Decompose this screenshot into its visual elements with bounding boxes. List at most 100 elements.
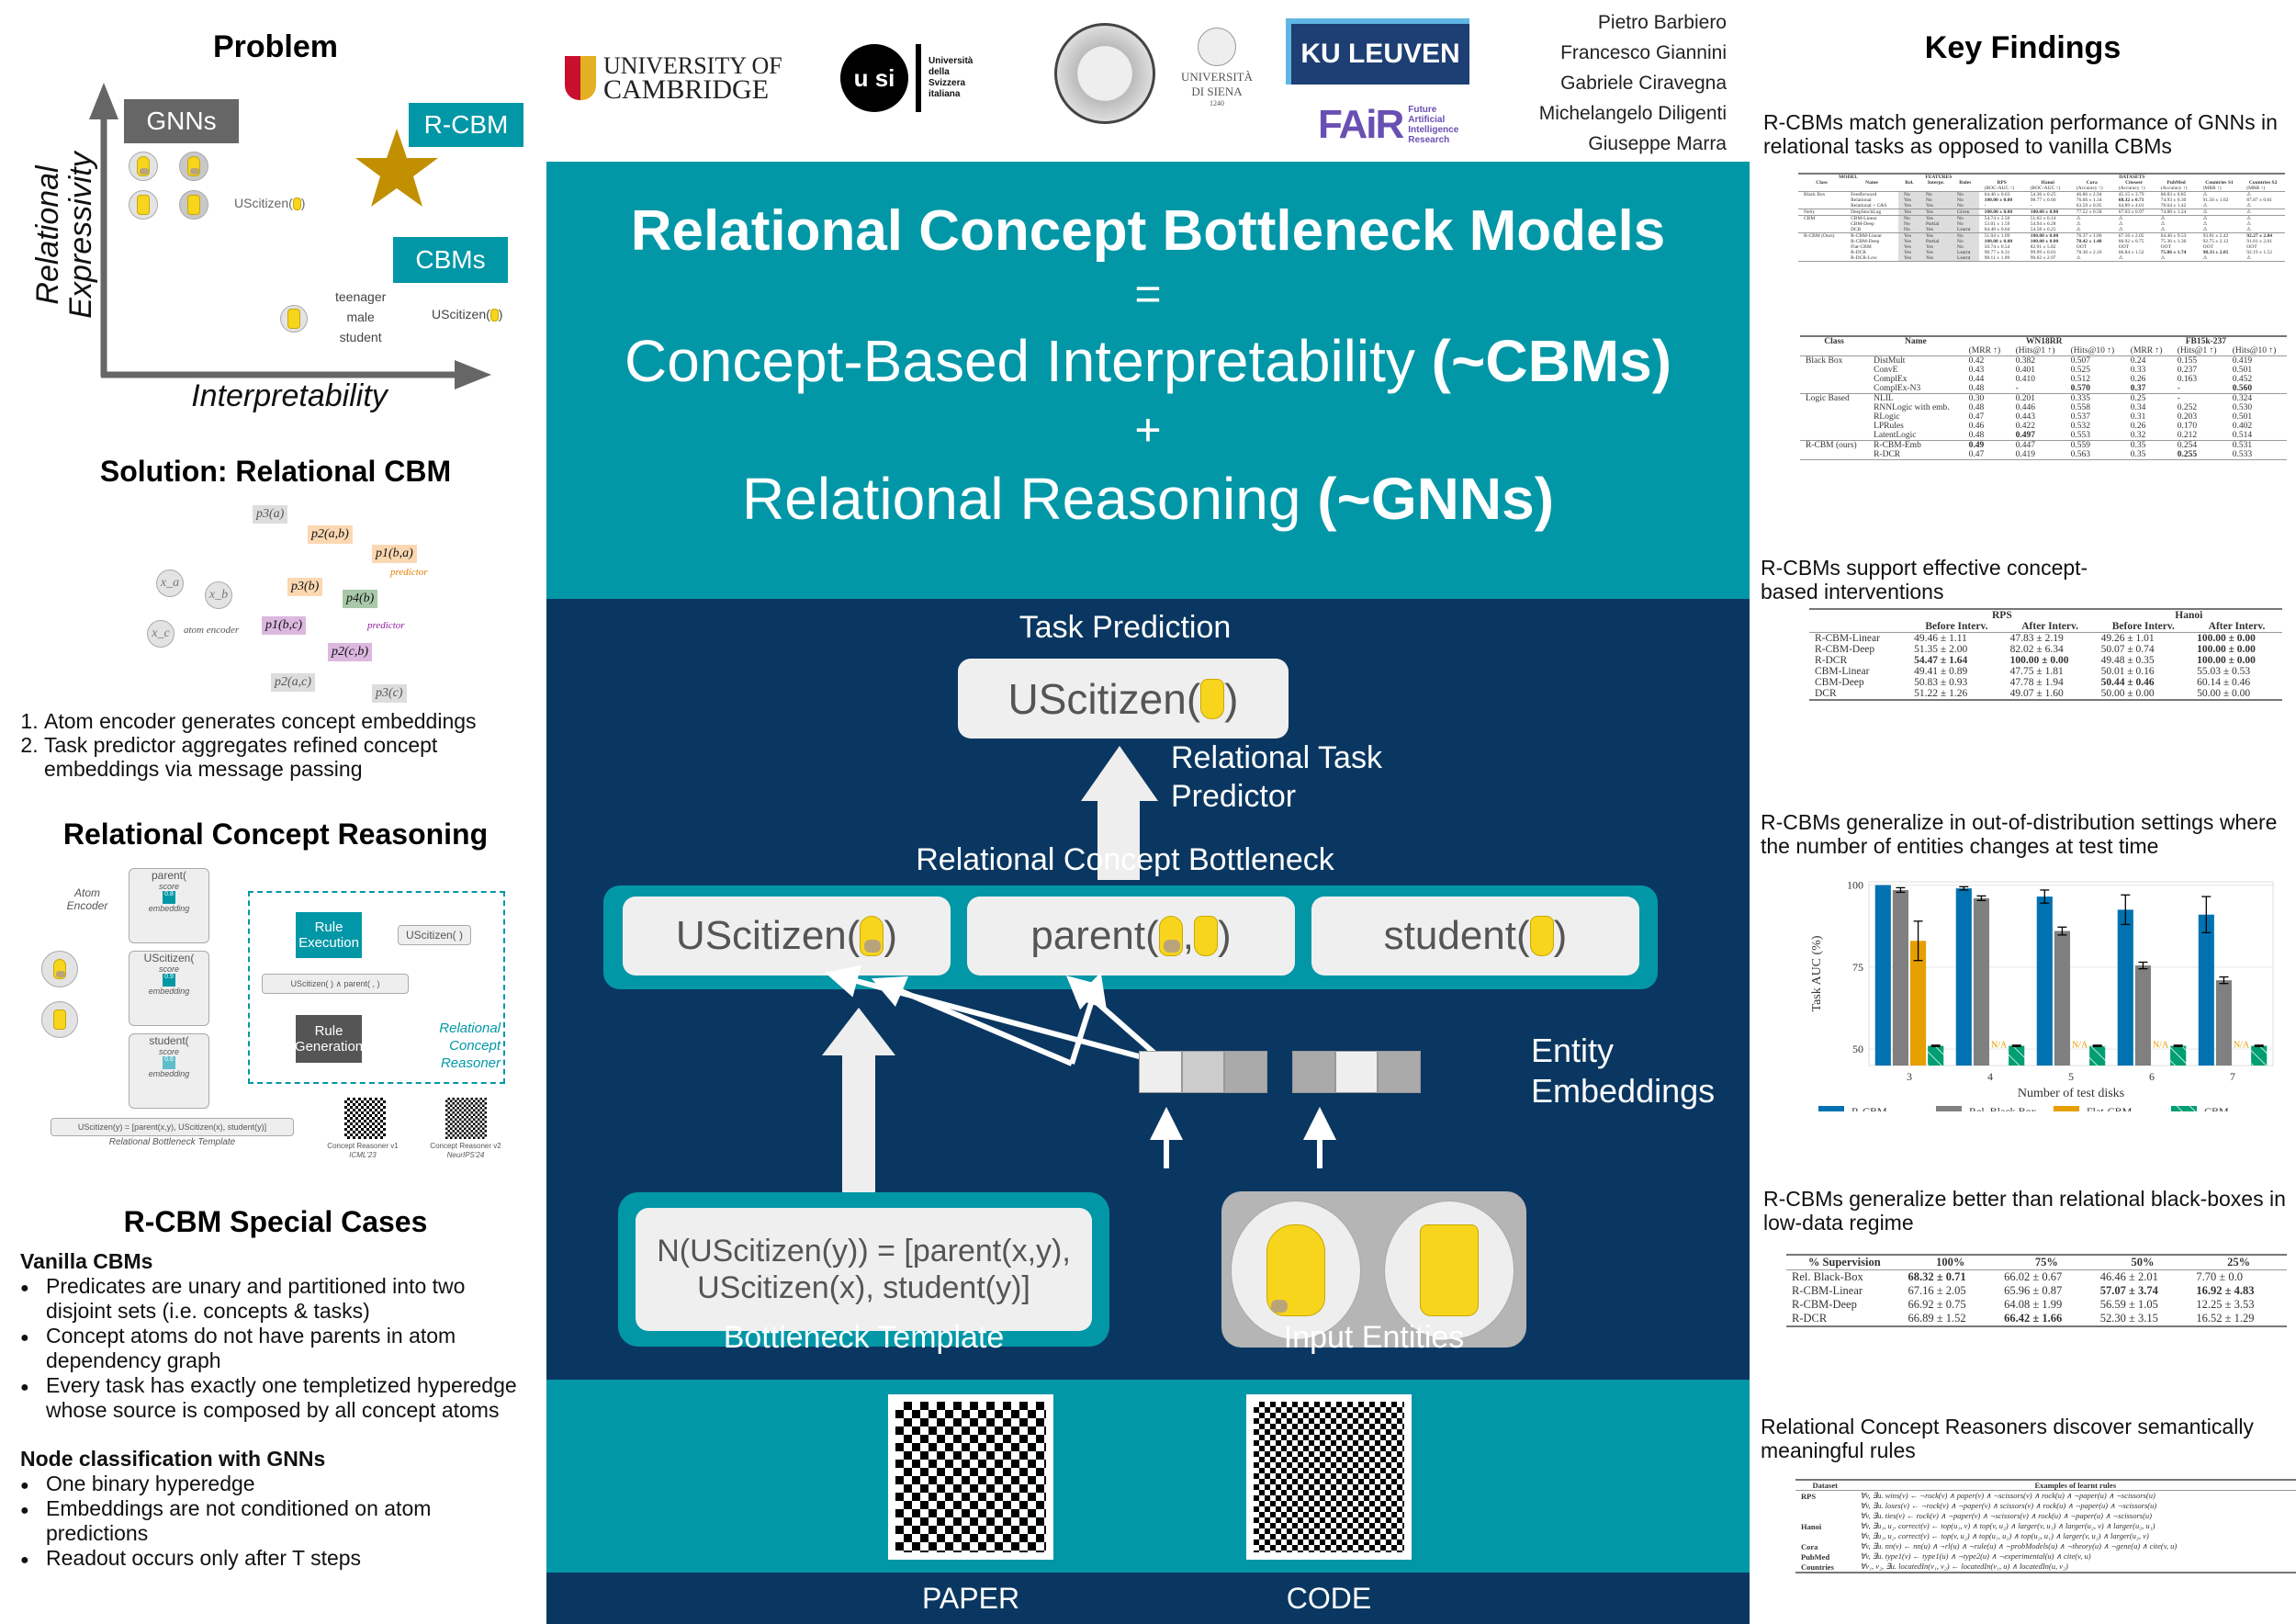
- table-cell: RLogic: [1874, 412, 1900, 422]
- table-cell: 66.02 ± 0.67: [2004, 1270, 2063, 1283]
- problem-axes: [89, 83, 491, 389]
- table-cell: R-CBM-Deep: [1851, 239, 1880, 244]
- table-cell: 0.255: [2171, 450, 2227, 460]
- table-cell: ⚠: [2197, 203, 2242, 209]
- x-axis-label: Interpretability: [191, 378, 388, 413]
- template-arrow: [822, 1008, 895, 1055]
- entity-homer[interactable]: [1231, 1201, 1361, 1340]
- table-cell: Learnt: [1952, 255, 1979, 262]
- table-cell: NLIL: [1874, 394, 1894, 403]
- table-cell: 0.324: [2232, 394, 2253, 403]
- dataset-name: [1795, 1531, 1855, 1541]
- table-cell: -: [1978, 203, 2025, 209]
- x-axis-label: Number of test disks: [2018, 1087, 2124, 1100]
- qr-v1-caption-line1: Concept Reasoner v1: [327, 1142, 399, 1150]
- column-header: WN18RR: [2025, 337, 2063, 346]
- logo-cambridge: UNIVERSITY OF CAMBRIDGE: [565, 51, 794, 106]
- table-cell: RNNLogic with emb.: [1874, 403, 1950, 412]
- fair-text-3: Intelligence: [1408, 125, 1459, 135]
- gnn-output: UScitizen(): [234, 196, 306, 211]
- table-cell: 54.36 ± 0.25: [2030, 192, 2056, 197]
- table-cell: 49.48 ± 0.35: [2100, 655, 2155, 666]
- template-line2: UScitizen(x), student(y)]: [697, 1270, 1030, 1305]
- column-header: 75%: [1998, 1255, 2095, 1270]
- legend-label: Flat-CBM: [2087, 1105, 2133, 1111]
- learnt-rule: ∀v, ∃u. wins(v) ← ¬rock(v) ∧ paper(v) ∧ …: [1860, 1491, 2155, 1500]
- class-cell: Black Box: [1804, 192, 1826, 197]
- author: Francesco Giannini: [1560, 42, 1727, 63]
- model-name: R-DCR: [1815, 655, 1848, 666]
- task-prediction-text: UScitizen(: [1007, 674, 1201, 723]
- homer-icon: [1158, 916, 1183, 956]
- bar-r-cbm: [1955, 888, 1972, 1066]
- column-header: Before Interv.: [1908, 621, 2005, 633]
- finding-4-text: R-CBMs generalize better than relational…: [1763, 1187, 2286, 1235]
- reasoning-template: UScitizen(y) = [parent(x,y), UScitizen(x…: [51, 1118, 294, 1136]
- dataset-name: Cora: [1801, 1541, 1818, 1551]
- atom-p2ab: p2(a,b): [308, 525, 353, 544]
- fair-text-1: Future: [1408, 105, 1437, 115]
- class-cell: [1800, 366, 1868, 375]
- code-link-label[interactable]: CODE: [1286, 1582, 1372, 1615]
- atom-card-uscitizen: UScitizen( score 0.9 embedding: [129, 951, 209, 1026]
- empty: [1868, 346, 1964, 356]
- concept-student: student(): [1311, 897, 1639, 976]
- gnn-item: One binary hyperedge: [20, 1472, 535, 1498]
- table-cell: No: [1919, 197, 1952, 203]
- column-header: FB15k-237: [2185, 337, 2227, 346]
- atom-p3a: p3(a): [253, 505, 288, 524]
- x-axis-arrow-icon: [455, 360, 491, 389]
- table-cell: 54.94 ± 0.28: [2030, 221, 2056, 227]
- table-cell: 50.00 ± 0.00: [2100, 688, 2155, 699]
- paper-qr-code[interactable]: [888, 1394, 1053, 1560]
- table-cell: 76.66 ± 1.34: [2076, 197, 2102, 203]
- paper-link-label[interactable]: PAPER: [921, 1582, 1020, 1615]
- table-cell: CBM-Deep: [1851, 221, 1874, 227]
- table-cell: 0.443: [2015, 412, 2035, 422]
- table-cell: 56.59 ± 1.05: [2099, 1298, 2158, 1311]
- table-cell: 0.46: [1968, 422, 1985, 431]
- solution-heading: Solution: Relational CBM: [99, 455, 452, 488]
- table-cell: ⚠: [2246, 221, 2252, 227]
- cbm-concepts: teenager male student: [335, 287, 386, 347]
- bart-icon: [490, 309, 499, 322]
- entity-bart[interactable]: [1384, 1201, 1514, 1340]
- table-cell: 0.42: [1968, 356, 1985, 366]
- table-cell: 0.48: [1968, 403, 1985, 412]
- table-cell: 0.533: [2226, 450, 2287, 460]
- score-value: 0.6: [163, 1056, 175, 1069]
- table-cell: 93.81 ± 2.42: [2202, 233, 2229, 239]
- column-subheader: (Accuracy ↑): [2155, 186, 2198, 192]
- finding-1-text: R-CBMs match generalization performance …: [1763, 110, 2278, 158]
- table-cell: 67.16 ± 2.05: [1908, 1284, 1966, 1297]
- class-cell: R-CBM (Ours): [1804, 233, 1835, 239]
- code-qr-code[interactable]: [1246, 1394, 1412, 1560]
- bar-r-cbm: [2036, 897, 2053, 1066]
- entity-embeddings-line2: Embeddings: [1531, 1072, 1716, 1110]
- concept-reasoner-v2-qr[interactable]: [445, 1098, 487, 1139]
- table-cell: Yes: [1897, 197, 1920, 203]
- bar-rel-black-box: [1973, 897, 1989, 1066]
- bar-cbm: [2251, 1045, 2268, 1066]
- table-cell: 92.75 ± 2.12: [2202, 239, 2229, 244]
- class-cell: [1798, 255, 1846, 262]
- atom-encoder-label: Atom Encoder: [66, 886, 108, 912]
- close-paren: ): [1218, 913, 1232, 958]
- concept-reasoner-v1-qr[interactable]: [344, 1098, 386, 1139]
- table-cell: 16.92 ± 4.83: [2196, 1284, 2255, 1297]
- table-cell: Yes: [1919, 203, 1952, 209]
- input-node-xb: x_b: [205, 581, 232, 609]
- logo-usi: u si Università della Svizzera italiana: [840, 41, 1006, 115]
- table-cell: 0.447: [2015, 441, 2035, 450]
- table-cell: 91.56 ± 1.02: [2202, 197, 2229, 203]
- table-cell: 57.07 ± 3.74: [2099, 1284, 2158, 1297]
- table-cell: 82.91 ± 5.82: [2030, 244, 2056, 250]
